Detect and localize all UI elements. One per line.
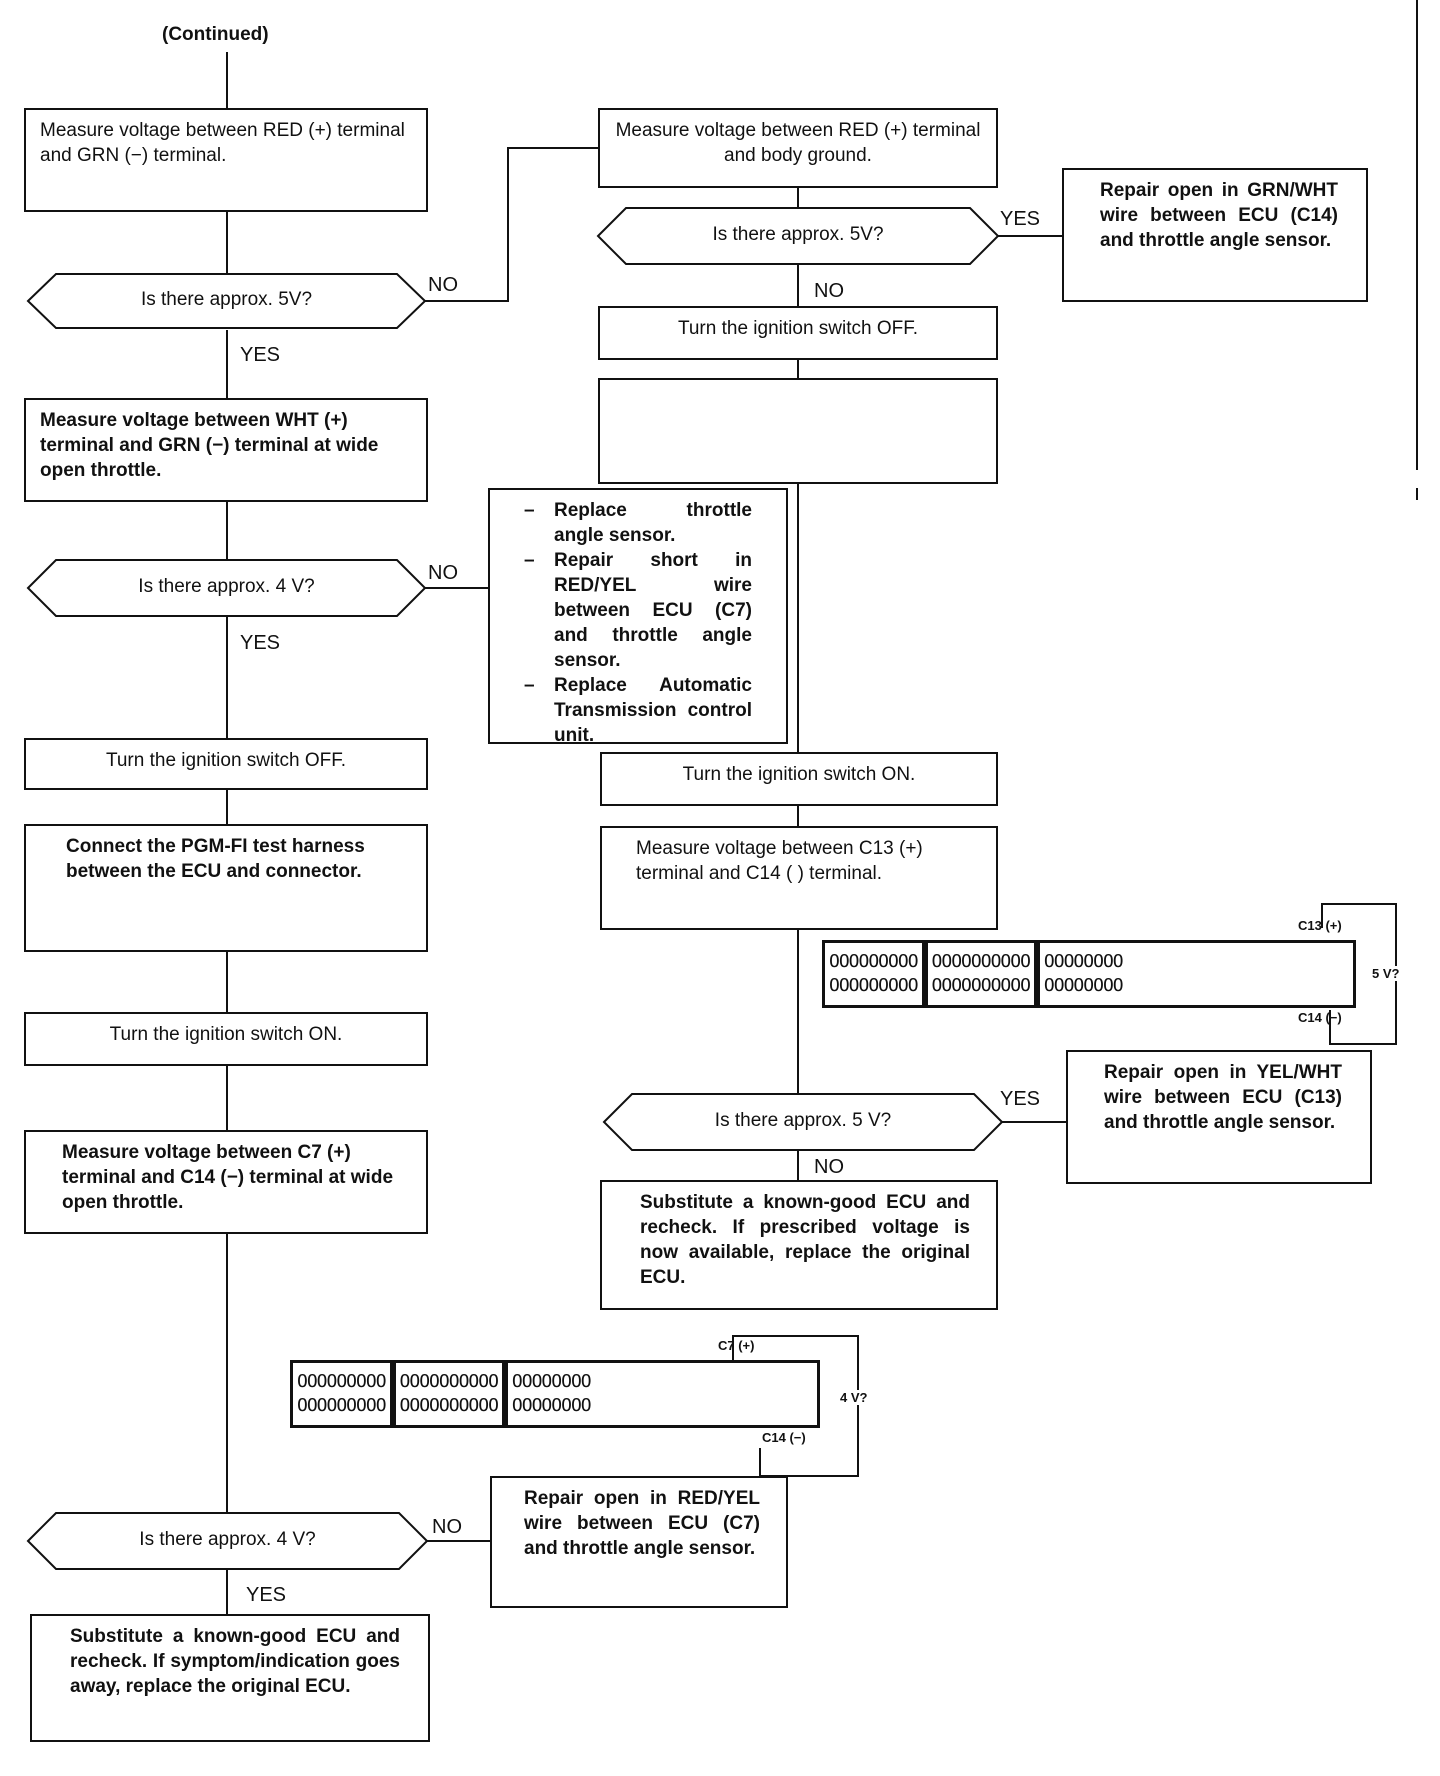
left-step-connect-harness: Connect the PGM-FI test harness between … bbox=[24, 824, 428, 952]
left-decision-1-no-label: NO bbox=[428, 274, 458, 296]
left-step-substitute-ecu: Substitute a known-good ECU and recheck.… bbox=[30, 1614, 430, 1742]
action-replace-sensor: Replace throttle angle sensor. bbox=[524, 498, 752, 548]
left-decision-3-no-label: NO bbox=[432, 1516, 462, 1538]
left-decision-1-yes-label: YES bbox=[240, 344, 281, 366]
left-decision-2-shape bbox=[26, 559, 427, 617]
right-step-substitute-ecu: Substitute a known-good ECU and recheck.… bbox=[600, 1180, 998, 1310]
right-repair-yel-wht: Repair open in YEL/WHT wire between ECU … bbox=[1066, 1050, 1372, 1184]
connector-1-section-c: OOOOOOOO OOOOOOOO bbox=[1033, 943, 1127, 1005]
right-step-ignition-on: Turn the ignition switch ON. bbox=[600, 752, 998, 806]
connector-2-section-c: OOOOOOOO OOOOOOOO bbox=[501, 1363, 595, 1425]
right-step-measure-red-ground: Measure voltage between RED (+) terminal… bbox=[598, 108, 998, 188]
connector-1-pin-c14-label: C14 (−) bbox=[1298, 1010, 1342, 1025]
connector-2-voltage-label: 4 V? bbox=[840, 1390, 868, 1405]
right-repair-red-yel: Repair open in RED/YEL wire between ECU … bbox=[490, 1476, 788, 1608]
left-decision-3-shape bbox=[26, 1512, 429, 1570]
right-step-ignition-off: Turn the ignition switch OFF. bbox=[598, 306, 998, 360]
right-decision-1-yes-label: YES bbox=[1000, 208, 1041, 230]
right-step-measure-c13-c14: Measure voltage between C13 (+) terminal… bbox=[600, 826, 998, 930]
connector-1-pin-c13-label: C13 (+) bbox=[1298, 918, 1342, 933]
left-step-ignition-on: Turn the ignition switch ON. bbox=[24, 1012, 428, 1066]
right-decision-1-no-label: NO bbox=[814, 280, 844, 302]
left-decision-1-shape bbox=[26, 273, 427, 329]
action-replace-at-unit: Replace Automatic Transmission control u… bbox=[524, 673, 752, 748]
action-repair-short: Repair short in RED/YEL wire between ECU… bbox=[524, 548, 752, 673]
left-step-measure-red-grn: Measure voltage between RED (+) terminal… bbox=[24, 108, 428, 212]
left-step-measure-wht-grn: Measure voltage between WHT (+) terminal… bbox=[24, 398, 428, 502]
ecu-connector-1: OOOOOOOOO OOOOOOOOO OOOOOOOOOO OOOOOOOOO… bbox=[822, 940, 1356, 1008]
connector-1-section-a: OOOOOOOOO OOOOOOOOO bbox=[829, 951, 919, 996]
left-decision-2-text: Is there approx. 4 V? bbox=[138, 576, 315, 597]
connector-2-section-b: OOOOOOOOOO OOOOOOOOOO bbox=[389, 1363, 502, 1425]
connector-2-section-a: OOOOOOOOO OOOOOOOOO bbox=[297, 1371, 387, 1416]
right-repair-grn-wht: Repair open in GRN/WHT wire between ECU … bbox=[1062, 168, 1368, 302]
right-decision-2-yes-label: YES bbox=[1000, 1088, 1041, 1110]
continued-heading: (Continued) bbox=[162, 24, 269, 45]
left-decision-3-text: Is there approx. 4 V? bbox=[139, 1529, 316, 1550]
right-decision-1-text: Is there approx. 5V? bbox=[712, 224, 884, 245]
connector-1-voltage-label: 5 V? bbox=[1372, 966, 1400, 981]
left-decision-2-no-label: NO bbox=[428, 562, 458, 584]
connector-2-pin-c7-label: C7 (+) bbox=[718, 1338, 755, 1353]
right-action-list-box: Replace throttle angle sensor. Repair sh… bbox=[488, 488, 788, 746]
right-decision-2-shape bbox=[602, 1093, 1004, 1151]
right-action-list: Replace throttle angle sensor. Repair sh… bbox=[524, 498, 752, 748]
left-step-measure-c7-c14: Measure voltage between C7 (+) terminal … bbox=[24, 1130, 428, 1234]
ecu-connector-2: OOOOOOOOO OOOOOOOOO OOOOOOOOOO OOOOOOOOO… bbox=[290, 1360, 820, 1428]
right-decision-2-text: Is there approx. 5 V? bbox=[714, 1110, 892, 1131]
connector-2-pin-c14-label: C14 (−) bbox=[762, 1430, 806, 1445]
right-step-blank-box bbox=[598, 378, 998, 484]
right-decision-1-shape bbox=[596, 207, 1000, 265]
left-decision-1-text: Is there approx. 5V? bbox=[140, 289, 313, 310]
left-step-ignition-off: Turn the ignition switch OFF. bbox=[24, 738, 428, 790]
left-decision-2-yes-label: YES bbox=[240, 632, 281, 654]
right-decision-2-no-label: NO bbox=[814, 1156, 844, 1178]
left-decision-3-yes-label: YES bbox=[246, 1584, 287, 1606]
connector-1-section-b: OOOOOOOOOO OOOOOOOOOO bbox=[921, 943, 1034, 1005]
